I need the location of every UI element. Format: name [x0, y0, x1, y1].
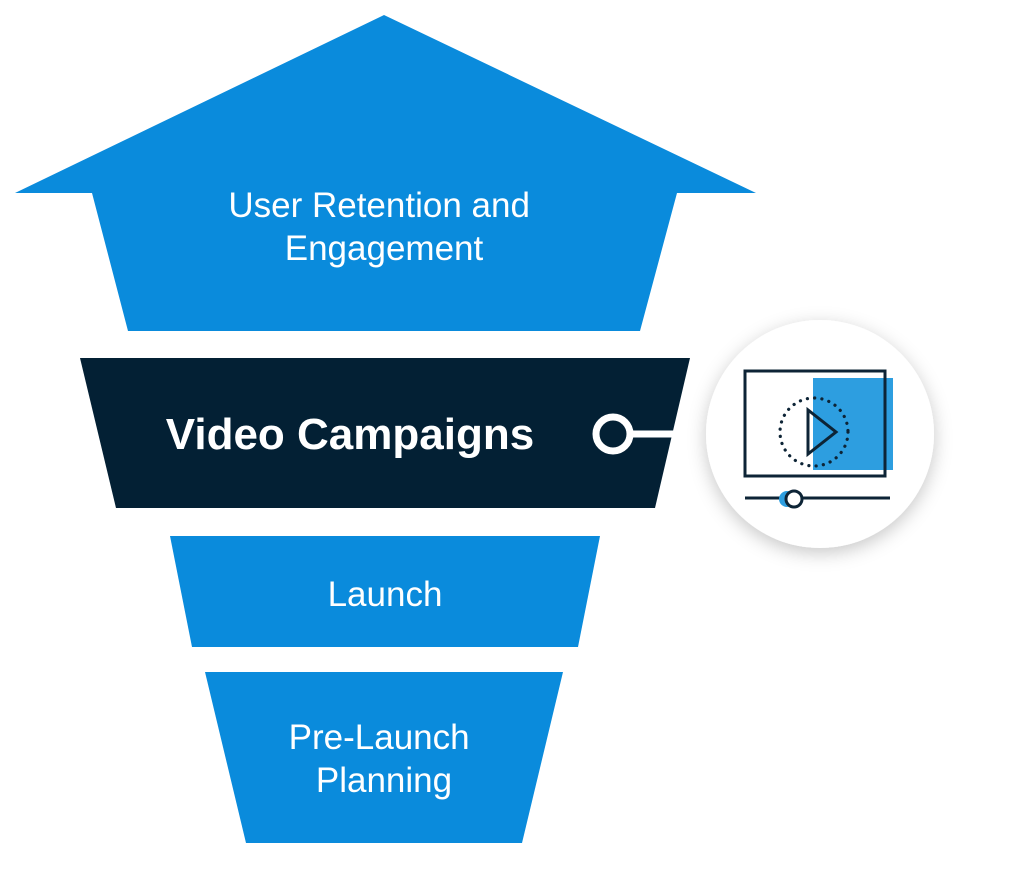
stage-retention-label: User Retention and Engagement [228, 186, 539, 268]
video-callout [706, 320, 934, 548]
play-icon [806, 406, 839, 458]
stage-retention-shape [15, 15, 756, 331]
stage-launch-shape [170, 536, 600, 647]
callout-connector-node [592, 413, 634, 455]
stage-retention: User Retention and Engagement [15, 15, 756, 331]
dotted-ring [778, 396, 850, 468]
video-player-icon [743, 369, 893, 509]
stage-retention-label-line2: Engagement [285, 229, 484, 268]
stage-prelaunch: Pre-Launch Planning [205, 672, 563, 843]
stage-prelaunch-shape [205, 672, 563, 843]
stage-launch: Launch [170, 536, 600, 647]
stage-video-shape [80, 358, 690, 508]
video-screen-frame [743, 369, 887, 478]
stage-prelaunch-label-line2: Planning [316, 761, 452, 800]
stage-video: Video Campaigns [80, 358, 690, 508]
stage-launch-label: Launch [328, 575, 443, 614]
stage-prelaunch-label-line1: Pre-Launch [289, 718, 470, 757]
progress-knob [784, 489, 804, 509]
stage-prelaunch-label: Pre-Launch Planning [289, 718, 480, 800]
stage-retention-label-line1: User Retention and [228, 186, 530, 225]
stage-video-label: Video Campaigns [166, 410, 534, 459]
